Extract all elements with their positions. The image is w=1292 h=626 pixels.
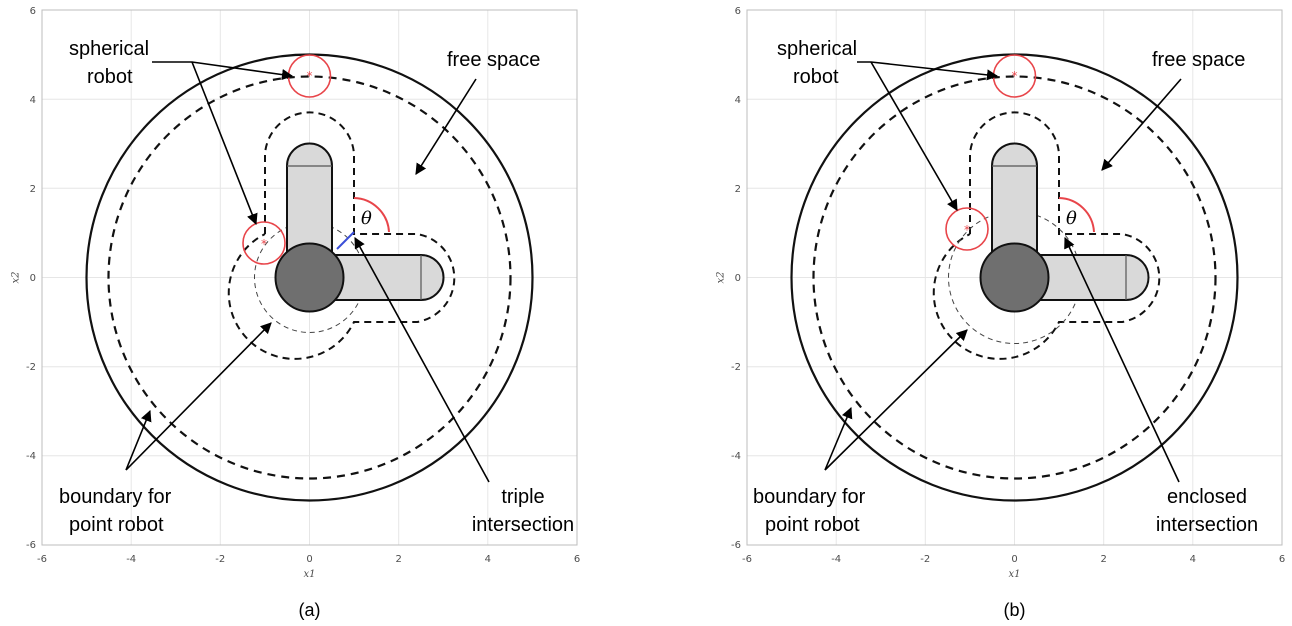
obstacle-offset-dashed [932, 111, 1161, 360]
y-tick-labels: 6 4 2 0 -2 -4 -6 [731, 6, 741, 551]
robot-center-mark: * [261, 237, 267, 251]
y-tick-labels: 6 4 2 0 -2 -4 -6 [26, 6, 36, 551]
x-tick-label: -4 [126, 554, 136, 565]
x-tick-label: 4 [1190, 554, 1196, 565]
y-tick-label: -6 [26, 540, 36, 551]
y-tick-label: -2 [731, 362, 741, 373]
y-tick-label: -4 [26, 451, 36, 462]
arrow [191, 61, 258, 226]
inner-boundary-dashed [812, 75, 1217, 480]
theta-label: θ [1066, 208, 1077, 229]
annotation-spherical-robot: spherical [69, 38, 149, 60]
arrow [415, 78, 477, 175]
annotation-intersection: triple [501, 486, 544, 508]
panel-a: -6 -4 -2 0 2 4 6 6 4 2 0 -2 -4 -6 x1 x2 [11, 6, 581, 620]
robot-center-mark: * [307, 69, 313, 83]
arrow [1064, 236, 1180, 483]
panel-b: -6 -4 -2 0 2 4 6 6 4 2 0 -2 -4 -6 x1 x2 … [716, 6, 1286, 620]
x-tick-labels: -6 -4 -2 0 2 4 6 [742, 554, 1285, 565]
y-tick-label: 0 [30, 273, 36, 284]
y-tick-label: 2 [735, 184, 741, 195]
x-axis-label: x1 [1008, 569, 1020, 580]
spherical-robot-left [242, 221, 286, 265]
theta-label: θ [361, 208, 372, 229]
y-tick-label: 4 [735, 95, 741, 106]
annotation-free-space: free space [1152, 49, 1245, 71]
plot-frame [41, 9, 578, 546]
x-tick-label: -6 [37, 554, 47, 565]
annotation-boundary: boundary for [753, 486, 866, 508]
annotation-boundary: point robot [765, 514, 860, 536]
x-tick-label: -2 [920, 554, 930, 565]
y-axis-label: x2 [716, 271, 727, 283]
arrow [824, 406, 853, 471]
annotation-spherical-robot: robot [87, 66, 133, 88]
blue-intersection-segment [336, 231, 355, 250]
obstacle-offset-dashed [227, 111, 456, 360]
inner-boundary-dashed [107, 75, 512, 480]
x-tick-label: 0 [1011, 554, 1017, 565]
plot-frame [746, 9, 1283, 546]
y-tick-label: -2 [26, 362, 36, 373]
x-tick-label: 6 [574, 554, 580, 565]
annotation-intersection: intersection [472, 514, 574, 536]
y-tick-label: 2 [30, 184, 36, 195]
arrow [824, 329, 968, 471]
annotation-boundary: point robot [69, 514, 164, 536]
x-axis-label: x1 [303, 569, 315, 580]
y-tick-label: -6 [731, 540, 741, 551]
arrow [152, 61, 294, 81]
annotation-intersection: intersection [1156, 514, 1258, 536]
annotation-arrows [824, 61, 1182, 483]
x-tick-label: 4 [485, 554, 491, 565]
annotation-free-space: free space [447, 49, 540, 71]
x-tick-label: -2 [215, 554, 225, 565]
vertical-arm [991, 142, 1038, 279]
y-axis-label: x2 [11, 271, 22, 283]
y-tick-label: 6 [30, 6, 36, 17]
y-tick-label: 6 [735, 6, 741, 17]
x-tick-labels: -6 -4 -2 0 2 4 6 [37, 554, 580, 565]
y-tick-label: 0 [735, 273, 741, 284]
x-tick-label: 2 [1101, 554, 1107, 565]
x-tick-label: 0 [306, 554, 312, 565]
robot-center-mark: * [964, 223, 970, 237]
panel-caption: (b) [1004, 600, 1026, 620]
arrow [125, 409, 152, 471]
arrow [125, 322, 272, 471]
horizontal-arm [1013, 254, 1150, 301]
annotation-intersection: enclosed [1167, 486, 1247, 508]
robot-base [979, 242, 1050, 313]
x-tick-label: 2 [396, 554, 402, 565]
annotation-spherical-robot: robot [793, 66, 839, 88]
robot-base [274, 242, 345, 313]
panel-caption: (a) [299, 600, 321, 620]
arrow [354, 237, 490, 483]
annotation-spherical-robot: spherical [777, 38, 857, 60]
robot-center-mark: * [1012, 69, 1018, 83]
y-tick-label: 4 [30, 95, 36, 106]
vertical-arm [286, 142, 333, 279]
x-tick-label: -6 [742, 554, 752, 565]
annotation-boundary: boundary for [59, 486, 172, 508]
arrow [1101, 78, 1182, 171]
theta-arc [1058, 197, 1095, 233]
theta-arc [353, 197, 390, 233]
x-tick-label: 6 [1279, 554, 1285, 565]
annotation-arrows [125, 61, 490, 483]
spherical-robot-left [945, 207, 989, 251]
y-tick-label: -4 [731, 451, 741, 462]
x-tick-label: -4 [831, 554, 841, 565]
arrow [870, 61, 958, 211]
